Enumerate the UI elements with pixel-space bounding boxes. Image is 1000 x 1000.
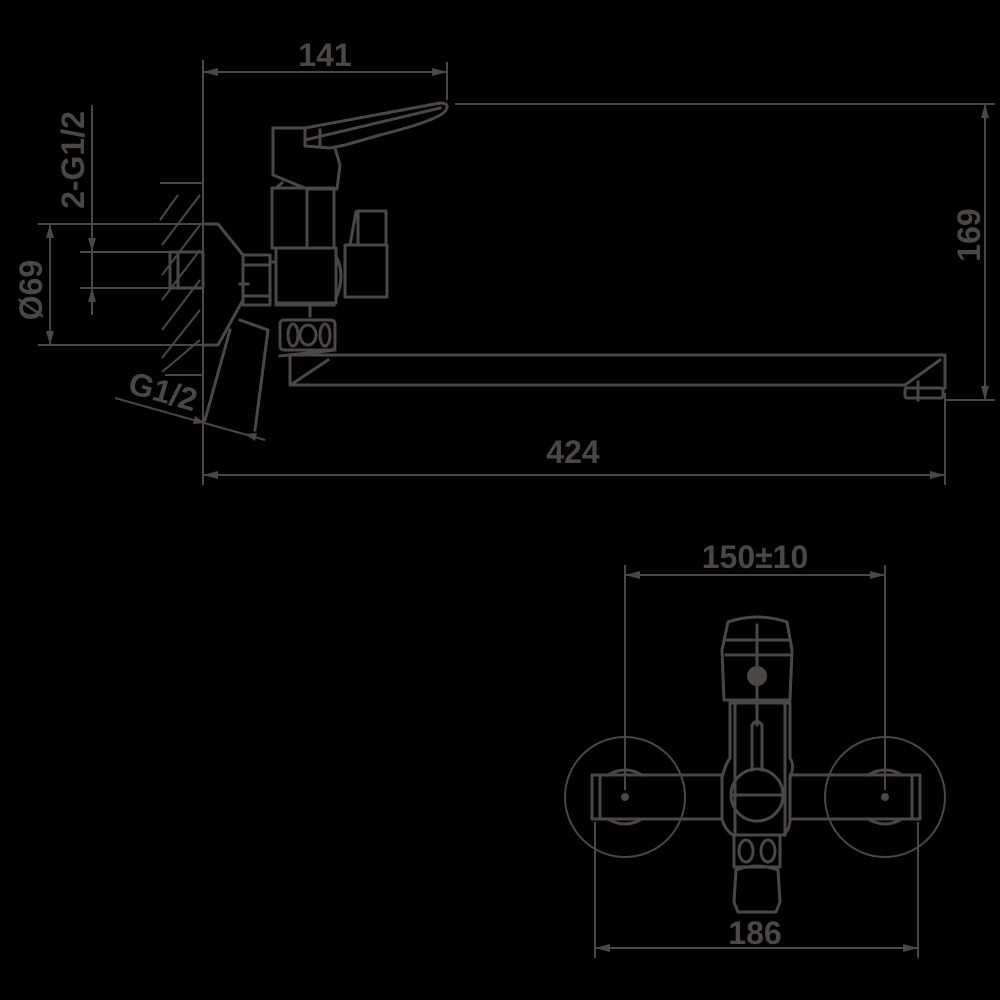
inlet-arms: [590, 768, 922, 826]
left-flange: [564, 736, 686, 858]
dimension-label-186: 186: [728, 915, 781, 951]
wall-flange: [168, 222, 245, 347]
front-shower-outlet: [732, 833, 782, 914]
right-flange: [824, 736, 946, 858]
dimension-label-diameter-69: Ø69: [13, 260, 49, 320]
spout: [278, 348, 947, 402]
dimension-169: 169: [455, 103, 995, 401]
lever-handle: [271, 101, 449, 191]
dimension-label-2-g1-2: 2-G1/2: [55, 111, 91, 209]
side-view: 141 169 424 Ø69: [13, 37, 995, 485]
dimension-shower-outlet-thread: G1/2: [114, 365, 266, 441]
dimension-186: 186: [594, 822, 919, 958]
dimension-diameter-69: Ø69: [13, 223, 215, 346]
dimension-424: 424: [203, 393, 946, 485]
shower-outlet: [203, 318, 337, 432]
diverter-knob: [343, 209, 389, 299]
valve-body: [268, 186, 343, 318]
dimension-label-g1-2: G1/2: [125, 365, 202, 419]
dimension-label-141: 141: [298, 37, 351, 73]
dimension-label-150: 150±10: [702, 539, 809, 575]
wall-hatching: [159, 182, 203, 376]
eccentric-connector: [238, 253, 272, 307]
dimension-150: 150±10: [624, 539, 886, 790]
central-body: [720, 698, 794, 837]
dimension-label-169: 169: [951, 208, 987, 261]
dimension-141: 141: [203, 37, 448, 100]
dimension-label-424: 424: [546, 434, 600, 470]
front-view: 150±10 186: [564, 539, 946, 958]
front-lever-handle: [720, 615, 794, 702]
